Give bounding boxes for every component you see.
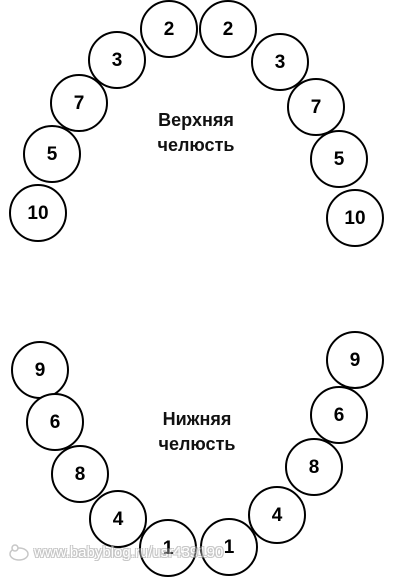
lower-jaw-label: Нижняя челюсть [127,407,267,457]
tooth-order-number: 3 [275,52,286,73]
upper-jaw-tooth-left: 3 [88,31,146,89]
tooth-circle [51,445,109,503]
tooth-order-number: 3 [112,50,123,71]
upper-jaw-label: Верхняя челюсть [126,108,266,158]
lower-jaw-tooth-right: 1 [200,518,258,576]
tooth-circle [50,74,108,132]
tooth-circle [287,78,345,136]
watermark: www.babyblog.ru/usr439190 [8,540,223,564]
lower-jaw-tooth-left: 8 [51,445,109,503]
upper-jaw-tooth-right: 3 [251,33,309,91]
tooth-order-number: 8 [309,457,320,478]
lower-jaw-tooth-left: 1 [139,519,197,577]
tooth-order-number: 5 [334,149,345,170]
lower-jaw-tooth-right: 8 [285,438,343,496]
tooth-circle [140,0,198,58]
tooth-circle [139,519,197,577]
tooth-circle [23,125,81,183]
upper-jaw-label-line1: Верхняя [158,110,234,130]
upper-jaw-tooth-left: 10 [9,184,67,242]
tooth-circle [199,0,257,58]
tooth-order-number: 2 [164,19,175,40]
upper-jaw-tooth-right: 10 [326,189,384,247]
lower-jaw-label-line2: челюсть [158,434,236,454]
lower-jaw-tooth-left: 6 [26,393,84,451]
tooth-circle [9,184,67,242]
tooth-circle [88,31,146,89]
tooth-circle [200,518,258,576]
lower-jaw-label-line1: Нижняя [162,409,232,429]
tooth-circle [285,438,343,496]
upper-jaw-tooth-right: 7 [287,78,345,136]
tooth-order-number: 1 [224,537,235,558]
tooth-order-number: 6 [50,412,61,433]
lower-jaw-tooth-left: 9 [11,341,69,399]
tooth-order-number: 5 [47,144,58,165]
tooth-circle [251,33,309,91]
tooth-order-number: 2 [223,19,234,40]
tooth-circle [326,331,384,389]
tooth-order-number: 1 [163,538,174,559]
watermark-text: www.babyblog.ru/usr439190 [34,543,224,561]
tooth-circle [326,189,384,247]
lower-jaw-tooth-right: 9 [326,331,384,389]
tooth-order-number: 10 [344,208,365,229]
upper-jaw-label-line2: челюсть [157,135,235,155]
tooth-order-number: 7 [74,93,85,114]
babyblog-logo-icon [9,544,29,561]
tooth-order-number: 9 [35,360,46,381]
tooth-circle [310,386,368,444]
tooth-circle [310,130,368,188]
tooth-order-number: 4 [113,509,124,530]
upper-jaw-tooth-right: 5 [310,130,368,188]
tooth-circle [26,393,84,451]
tooth-order-number: 6 [334,405,345,426]
tooth-circle [89,490,147,548]
lower-jaw-tooth-right: 4 [248,486,306,544]
tooth-circle [248,486,306,544]
tooth-order-number: 4 [272,505,283,526]
upper-jaw-tooth-left: 5 [23,125,81,183]
lower-jaw-tooth-left: 4 [89,490,147,548]
upper-jaw-tooth-left: 2 [140,0,198,58]
tooth-order-number: 10 [27,203,48,224]
tooth-order-number: 7 [311,97,322,118]
lower-jaw-tooth-right: 6 [310,386,368,444]
upper-jaw-tooth-left: 7 [50,74,108,132]
tooth-order-number: 9 [350,350,361,371]
tooth-order-number: 8 [75,464,86,485]
upper-jaw-tooth-right: 2 [199,0,257,58]
